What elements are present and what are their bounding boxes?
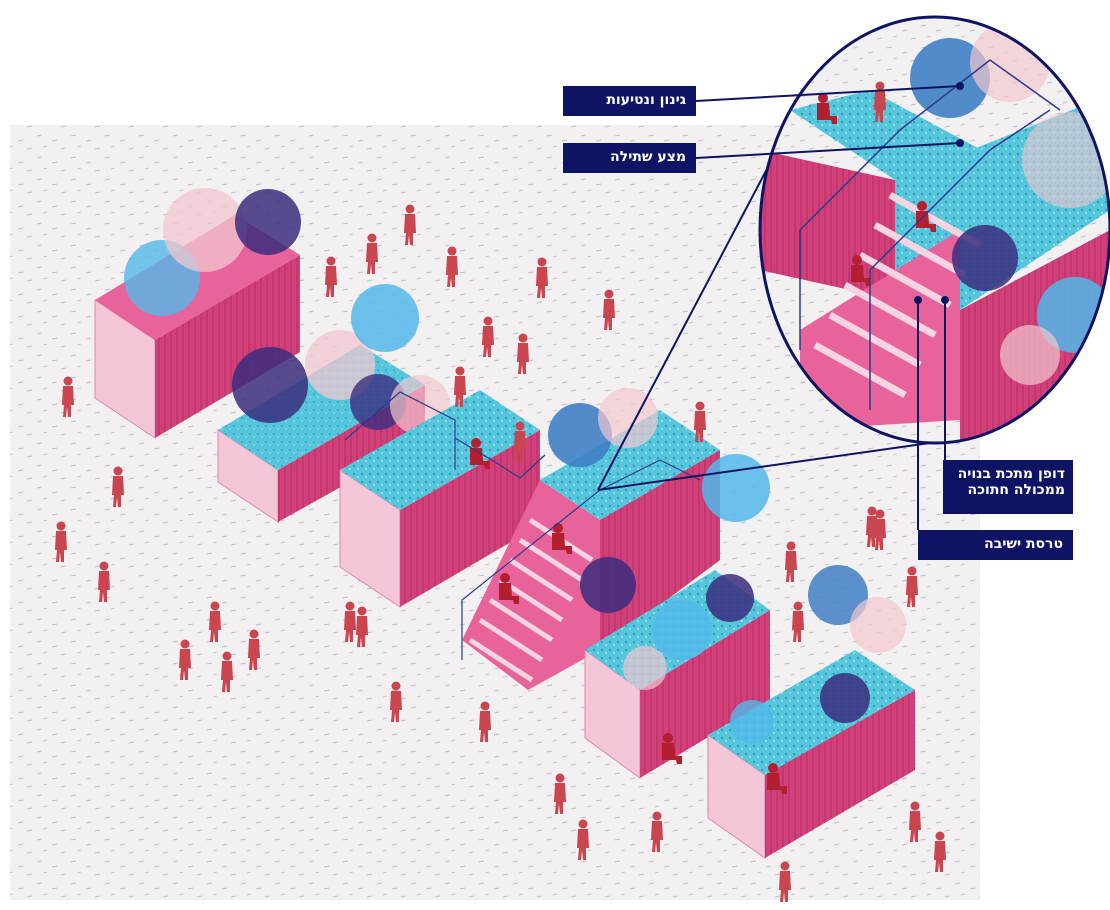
- magnifier-detail: [758, 15, 1110, 445]
- callout-metal-wall-label: דופן מתכת בנויה ממכולה חתוכה: [943, 460, 1073, 514]
- tree-canopy: [598, 388, 658, 448]
- callout-leaders: [695, 85, 961, 530]
- tree-canopy: [351, 284, 419, 352]
- tree-canopy: [548, 403, 612, 467]
- tree-canopy: [623, 646, 667, 690]
- container-planter: [584, 570, 770, 779]
- tree-canopy: [706, 574, 754, 622]
- magnifier-connectors: [597, 147, 966, 491]
- container-front-right: [707, 565, 915, 859]
- container-stairs: [462, 388, 770, 690]
- tree-canopy: [910, 38, 990, 118]
- callout-planting-label: גינון ונטיעות: [563, 86, 696, 116]
- tree-canopy: [350, 374, 406, 430]
- tree-canopy: [808, 565, 868, 625]
- callout-dots: [914, 82, 964, 304]
- container-back-left: [94, 188, 301, 439]
- tree-canopy: [163, 188, 247, 272]
- tree-canopy: [952, 225, 1018, 291]
- tree-canopy: [730, 700, 774, 744]
- tree-canopy: [850, 597, 906, 653]
- tree-canopy: [652, 600, 712, 660]
- tree-canopy: [305, 330, 375, 400]
- tree-canopy: [820, 673, 870, 723]
- tree-canopy: [235, 189, 301, 255]
- container-center: [339, 390, 540, 608]
- tree-canopy: [702, 454, 770, 522]
- callout-seating-terrace-label: טרסת ישיבה: [918, 530, 1073, 560]
- callout-planting-bed-label: מצע שתילה: [563, 143, 696, 173]
- tree-canopy: [1000, 325, 1060, 385]
- tree-canopy: [580, 557, 636, 613]
- tree-canopy: [232, 347, 308, 423]
- tree-canopy: [970, 22, 1050, 102]
